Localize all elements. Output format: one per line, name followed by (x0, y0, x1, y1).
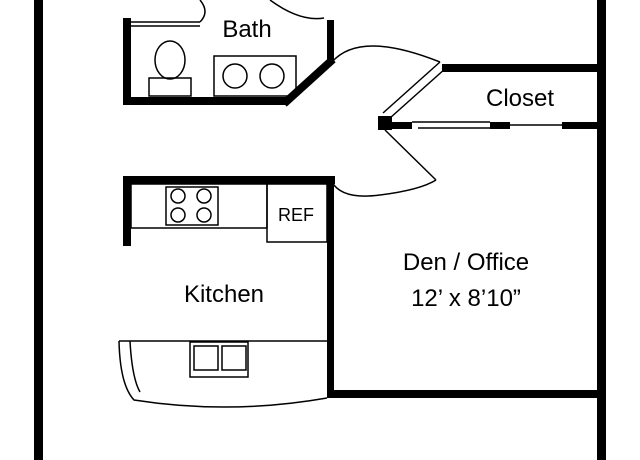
bath-walls (123, 18, 336, 107)
kitchen-sink (189, 341, 249, 378)
kitchen-walls (123, 176, 597, 398)
kitchen-counter (118, 340, 328, 408)
den-label: Den / Office (403, 249, 529, 276)
hall-door-swing (331, 45, 441, 197)
den-dimensions: 12’ x 8’10” (411, 285, 521, 312)
refrigerator (266, 183, 328, 243)
bath-vanity-sinks (213, 55, 297, 97)
outer-walls (34, 0, 606, 460)
bath-label: Bath (222, 16, 271, 43)
bath-door-swing (199, 0, 325, 23)
range-stove (130, 183, 268, 229)
kitchen-label: Kitchen (184, 281, 264, 308)
toilet-icon (148, 40, 192, 97)
refrigerator-label: REF (278, 205, 314, 225)
closet-walls (378, 61, 601, 181)
closet-label: Closet (486, 85, 554, 112)
